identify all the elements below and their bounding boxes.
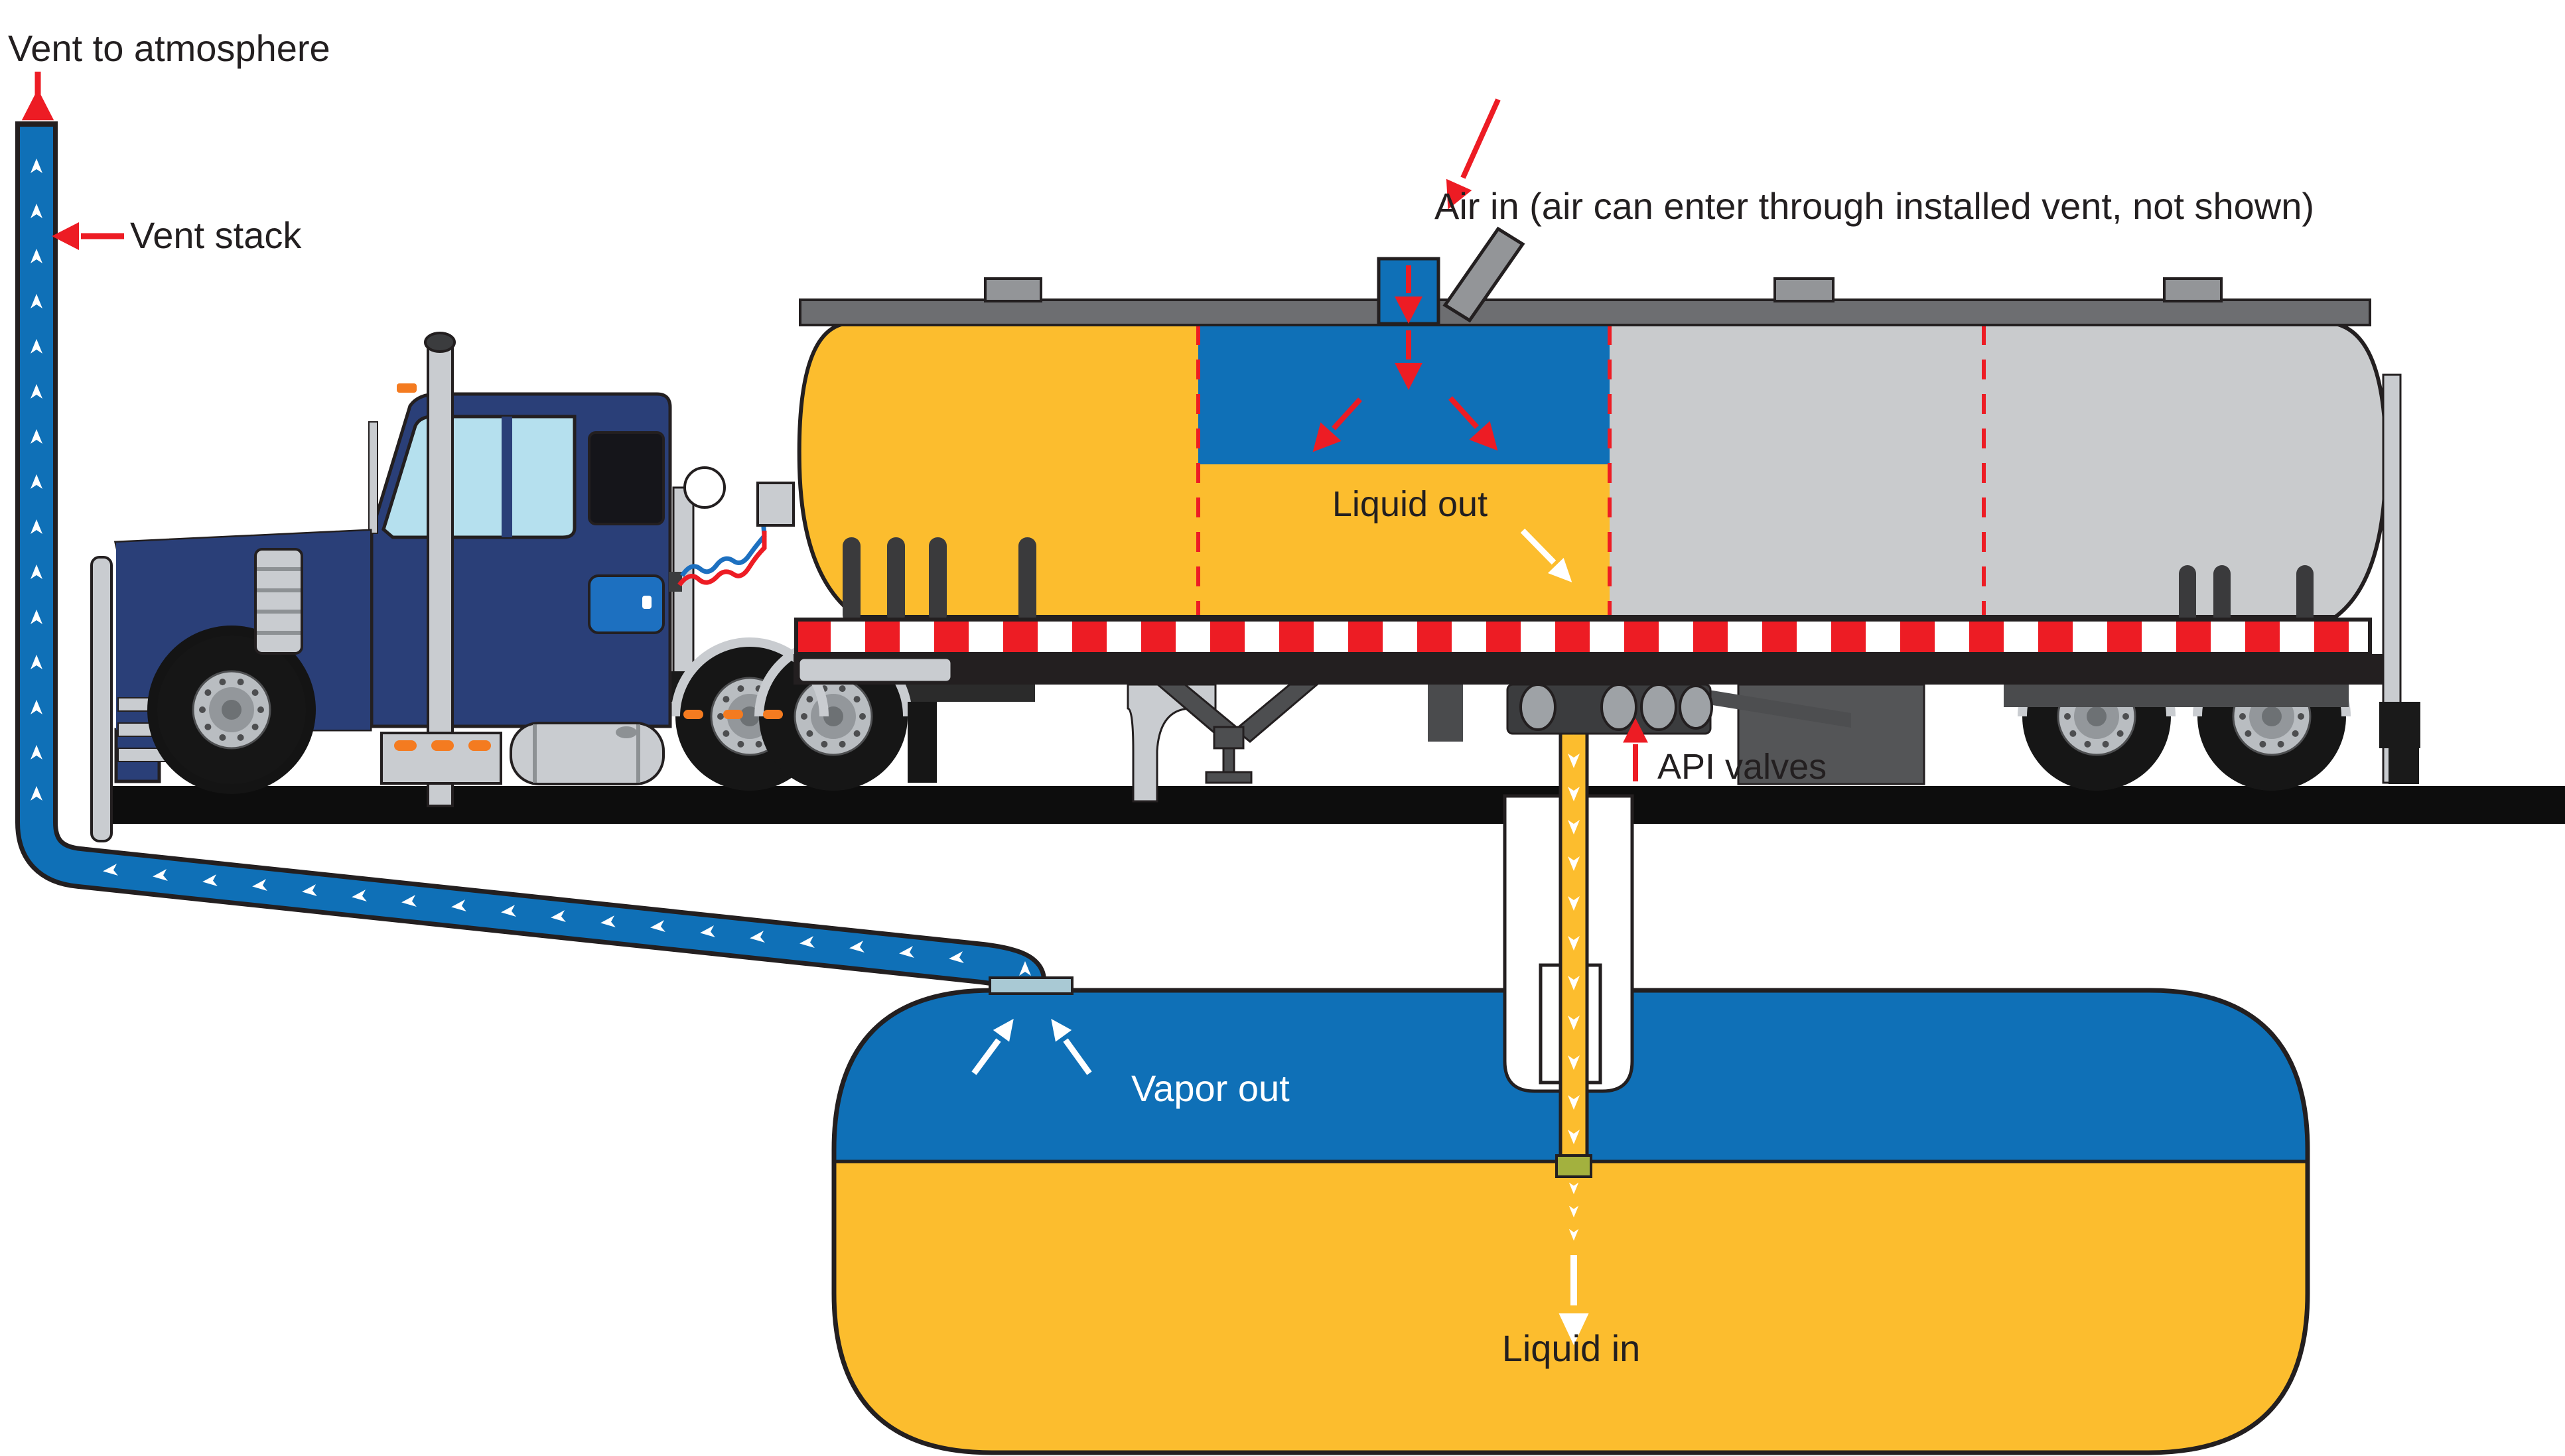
air-hoses — [669, 518, 767, 592]
vent-stack-label: Vent stack — [130, 214, 302, 256]
cab-glass — [381, 415, 577, 539]
air-in-label: Air in (air can enter through installed … — [1434, 185, 2314, 227]
tractor — [90, 332, 1035, 842]
hose-connection-box — [756, 482, 795, 527]
vent-to-atmosphere-label: Vent to atmosphere — [8, 27, 330, 69]
drop-pipe-outlet-fitting — [1555, 1154, 1592, 1178]
tanker-trailer — [756, 226, 2420, 803]
air-horn — [683, 466, 726, 509]
under-trailer-box — [1428, 685, 1463, 742]
frame-marker-lights — [683, 710, 783, 719]
walkway-rail — [799, 298, 2371, 326]
fuel-tank — [510, 722, 665, 785]
step-box — [380, 732, 502, 785]
rear-bumper — [2379, 373, 2420, 784]
vent-pipe-tank-fitting — [989, 976, 1074, 995]
closed-hatches — [984, 277, 2223, 302]
steer-wheel — [156, 634, 307, 785]
mirror — [368, 421, 378, 534]
mud-flap — [908, 702, 937, 783]
vapor-out-label: Vapor out — [1131, 1067, 1290, 1109]
liquid-in-label: Liquid in — [1502, 1327, 1641, 1369]
api-valves-label: API valves — [1657, 747, 1827, 787]
reflective-strip — [794, 618, 2372, 656]
api-valve-bank — [1506, 683, 1713, 735]
roof-marker-light — [397, 383, 417, 393]
compartment-2-liquid — [1198, 464, 1610, 617]
compartment-2-vapor-space — [1198, 323, 1610, 464]
landing-gear — [1154, 683, 1320, 784]
ground — [93, 786, 2565, 824]
compartment-1-liquid — [799, 323, 1198, 617]
sleeper-window — [588, 431, 665, 525]
underground-tank-liquid — [834, 1161, 2308, 1453]
liquid-out-arrow — [1520, 528, 1580, 590]
front-bumper — [90, 556, 113, 842]
vapor-out-arrows — [971, 1013, 1092, 1075]
compartment-3-empty — [1610, 323, 2387, 617]
api-valves-pointer — [1623, 718, 1648, 781]
sleeper-door-panel — [588, 574, 665, 634]
exhaust-stack — [427, 344, 454, 807]
air-cleaner — [254, 548, 303, 655]
trailer-frame — [794, 654, 2383, 685]
valve-linkage — [1708, 690, 1851, 728]
vent-stack-and-vapor-pipe — [15, 121, 1046, 992]
compartment-dividers — [1196, 325, 1986, 617]
trailer-bogie — [2004, 685, 2349, 707]
liquid-out-label: Liquid out — [1332, 484, 1488, 524]
air-in-arrows — [1332, 98, 1501, 430]
open-hatch-lid — [1442, 226, 1525, 323]
